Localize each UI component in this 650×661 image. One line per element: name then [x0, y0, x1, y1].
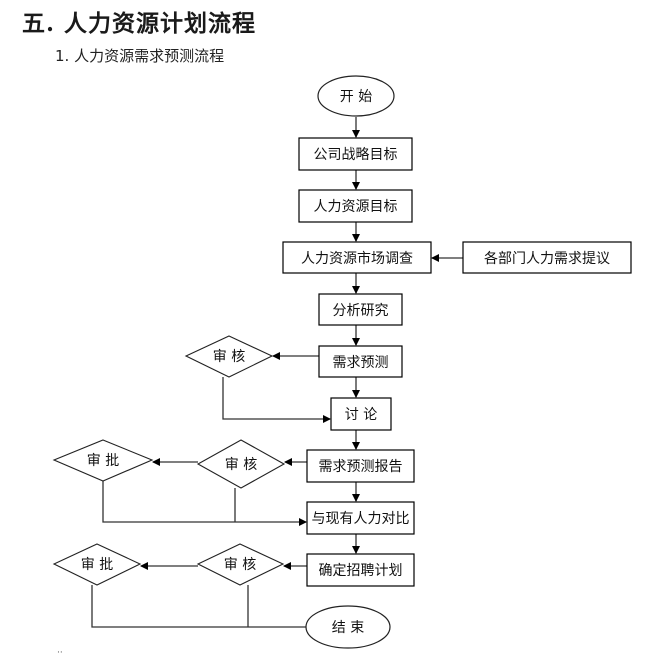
market-survey-label: 人力资源市场调查: [301, 250, 413, 267]
dept-proposals-node: 各部门人力需求提议: [462, 241, 632, 274]
compare-node: 与现有人力对比: [306, 501, 415, 535]
recruit-plan-label: 确定招聘计划: [319, 563, 403, 579]
hr-goal-node: 人力资源目标: [298, 189, 413, 223]
hr-goal-label: 人力资源目标: [314, 199, 398, 215]
footer-mark: ··: [57, 648, 63, 658]
strategy-label: 公司战略目标: [314, 147, 398, 163]
forecast-report-label: 需求预测报告: [319, 459, 403, 475]
review1-decision: 审 核: [184, 335, 274, 378]
forecast-label: 需求预测: [333, 355, 389, 371]
review3-label: 审 核: [224, 557, 256, 573]
end-node: 结 束: [305, 605, 391, 649]
discussion-node: 讨 论: [330, 397, 392, 431]
approve2-label: 审 批: [81, 557, 113, 573]
forecast-node: 需求预测: [318, 345, 403, 378]
review2-label: 审 核: [225, 457, 257, 473]
review2-decision: 审 核: [196, 439, 286, 489]
end-label: 结 束: [332, 620, 364, 636]
connectors: [91, 117, 463, 628]
analysis-label: 分析研究: [333, 303, 389, 319]
review3-decision: 审 核: [196, 543, 285, 586]
discussion-label: 讨 论: [345, 407, 377, 423]
approve1-label: 审 批: [87, 453, 119, 469]
approve1-decision: 审 批: [52, 439, 154, 482]
analysis-node: 分析研究: [318, 293, 403, 326]
review1-label: 审 核: [213, 349, 245, 365]
section-title: 五. 人力资源计划流程: [22, 10, 257, 37]
arrow-approve1-to-compare: [102, 481, 307, 526]
strategy-node: 公司战略目标: [298, 137, 413, 171]
start-label: 开 始: [340, 89, 372, 105]
forecast-report-node: 需求预测报告: [306, 449, 415, 483]
arrow-review1-to-discussion: [222, 377, 331, 423]
dept-proposals-label: 各部门人力需求提议: [484, 251, 610, 267]
market-survey-node: 人力资源市场调查: [282, 241, 432, 274]
start-node: 开 始: [317, 75, 395, 117]
line-approve2-to-end: [91, 585, 306, 628]
approve2-decision: 审 批: [52, 543, 142, 586]
flow-subtitle: 1. 人力资源需求预测流程: [55, 47, 225, 65]
compare-label: 与现有人力对比: [312, 511, 410, 527]
recruit-plan-node: 确定招聘计划: [306, 553, 415, 587]
